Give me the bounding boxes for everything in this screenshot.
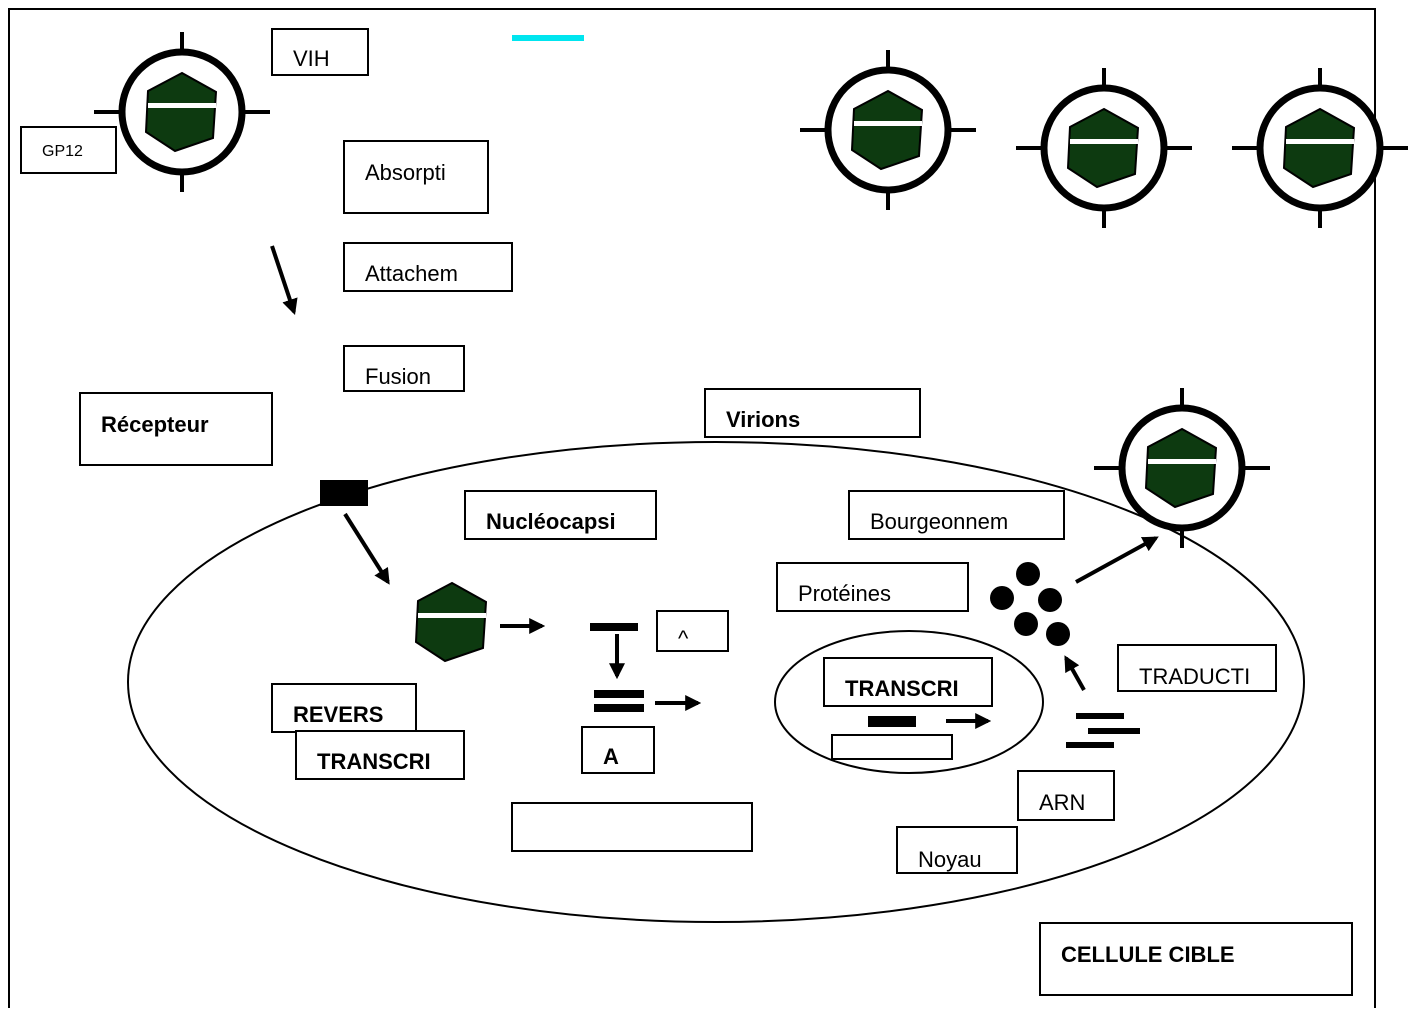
label-bourgeonnem: Bourgeonnem [848,490,1065,540]
label-transcri-noyau-text: TRANSCRI [845,676,959,701]
label-caret: ^ [656,610,729,652]
label-bourgeonnem-text: Bourgeonnem [870,509,1009,534]
label-proteines-text: Protéines [798,581,891,606]
label-nucleocapsi-text: Nucléocapsi [486,509,616,534]
label-cellule-cible: CELLULE CIBLE [1039,922,1353,996]
label-noyau-text: Noyau [918,847,982,872]
label-nucleocapsi: Nucléocapsi [464,490,657,540]
label-cellule-cible-text: CELLULE CIBLE [1061,942,1235,967]
label-revers: REVERS [271,683,417,733]
accent-bar [512,35,584,41]
label-arn: ARN [1017,770,1115,821]
label-recepteur: Récepteur [79,392,273,466]
protein-dot-1 [1016,562,1040,586]
target-cell [127,441,1305,923]
label-gp12: GP12 [20,126,117,174]
label-traducti-text: TRADUCTI [1139,664,1251,689]
label-gp12-text: GP12 [42,143,83,160]
label-transcri-noyau: TRANSCRI [823,657,993,707]
label-revers-text: REVERS [293,702,384,727]
arrow-translation [1064,655,1086,691]
label-absorpti: Absorpti [343,140,489,214]
label-attachem: Attachem [343,242,513,292]
label-virions: Virions [704,388,921,438]
label-fusion: Fusion [343,345,465,392]
label-attachem-text: Attachem [365,261,458,286]
virion-vih [94,32,270,192]
virion-released-1 [800,50,976,210]
label-empty-noyau [831,734,953,760]
protein-dot-5 [1046,622,1070,646]
arrow-budding [1075,536,1159,584]
label-transcri-reverse: TRANSCRI [295,730,465,780]
label-a: A [581,726,655,774]
dna-strand-2 [594,704,644,712]
protein-dot-3 [1038,588,1062,612]
protein-dot-2 [990,586,1014,610]
label-caret-text: ^ [678,626,689,651]
receptor-block [320,480,368,506]
label-vih: VIH [271,28,369,76]
virion-released-2 [1016,68,1192,228]
mrna-strand-2 [1088,728,1140,734]
integrated-dna [868,716,916,727]
label-absorpti-text: Absorpti [365,160,446,185]
label-arn-text: ARN [1039,790,1086,815]
label-recepteur-text: Récepteur [101,412,209,437]
protein-dot-4 [1014,612,1038,636]
diagram-frame [8,8,1376,1008]
viral-rna-strand [590,623,638,631]
label-vih-text: VIH [293,46,330,71]
dna-strand-1 [594,690,644,698]
mrna-strand-1 [1076,713,1124,719]
label-traducti: TRADUCTI [1117,644,1277,692]
label-noyau: Noyau [896,826,1018,874]
arrow-absorption [270,245,298,316]
label-empty-adn [511,802,753,852]
label-fusion-text: Fusion [365,364,432,389]
arrow-entry [343,512,390,585]
mrna-strand-3 [1066,742,1114,748]
label-proteines: Protéines [776,562,969,612]
virion-released-3 [1232,68,1408,228]
label-a-text: A [603,744,619,769]
label-virions-text: Virions [726,407,801,432]
label-transcri-reverse-text: TRANSCRI [317,749,431,774]
